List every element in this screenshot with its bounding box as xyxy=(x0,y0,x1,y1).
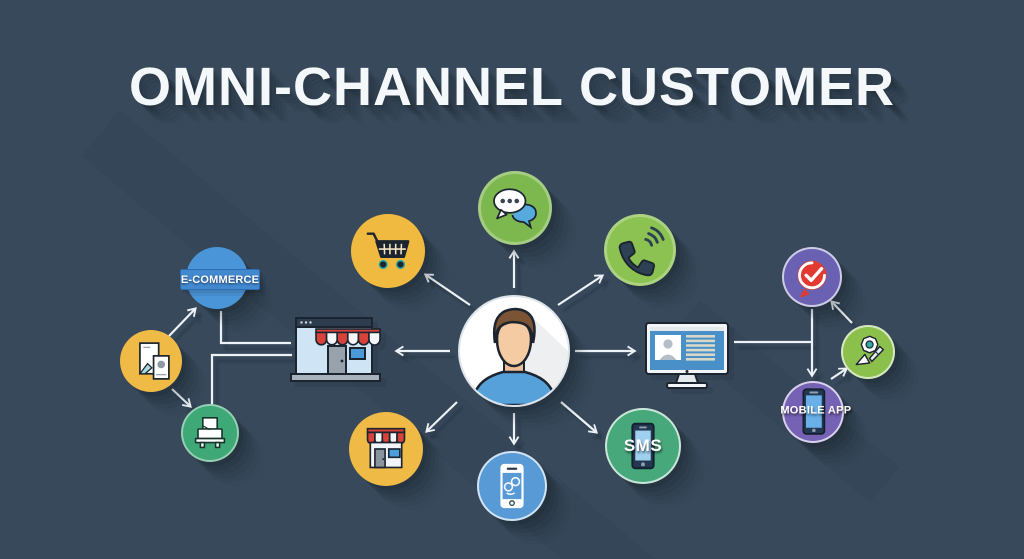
storefront-icon xyxy=(366,427,406,469)
node-live-chat xyxy=(478,171,552,245)
storefront-browser-icon xyxy=(290,317,381,382)
node-access-key xyxy=(841,325,895,379)
node-online-store xyxy=(290,316,382,382)
node-smartphone xyxy=(477,451,547,521)
desktop-monitor-icon xyxy=(645,322,729,389)
node-retail-store xyxy=(349,412,423,486)
mobile-app-phone-icon xyxy=(802,388,826,435)
node-phone-call xyxy=(604,214,676,286)
node-product-cards xyxy=(120,330,182,392)
key-icon xyxy=(855,335,885,366)
node-approved-chat xyxy=(782,247,842,307)
chat-bubbles-icon xyxy=(493,188,537,230)
background-shadow xyxy=(81,110,703,559)
page-title: OMNI-CHANNEL CUSTOMER xyxy=(128,57,895,117)
sms-label: SMS xyxy=(623,436,663,455)
sms-phone-icon xyxy=(631,422,655,470)
ecommerce-ribbon: E-COMMERCE xyxy=(180,269,260,290)
node-mobile-app: MOBILE APP xyxy=(780,381,851,443)
ecommerce-label: E-COMMERCE xyxy=(180,273,260,286)
checkmark-bubble-icon xyxy=(797,260,827,298)
node-desktop xyxy=(645,322,729,392)
customer-avatar-icon xyxy=(470,307,568,405)
node-sms: SMS xyxy=(605,408,681,484)
shopping-cart-icon xyxy=(366,232,410,270)
printer-icon xyxy=(194,417,226,449)
mobile-app-label: MOBILE APP xyxy=(780,404,852,417)
product-cards-icon xyxy=(138,342,170,380)
node-shopping-cart xyxy=(351,214,425,288)
node-printer xyxy=(181,404,239,462)
phone-handset-icon xyxy=(618,226,665,277)
smartphone-doodle-icon xyxy=(500,463,524,509)
customer-avatar xyxy=(458,295,570,407)
